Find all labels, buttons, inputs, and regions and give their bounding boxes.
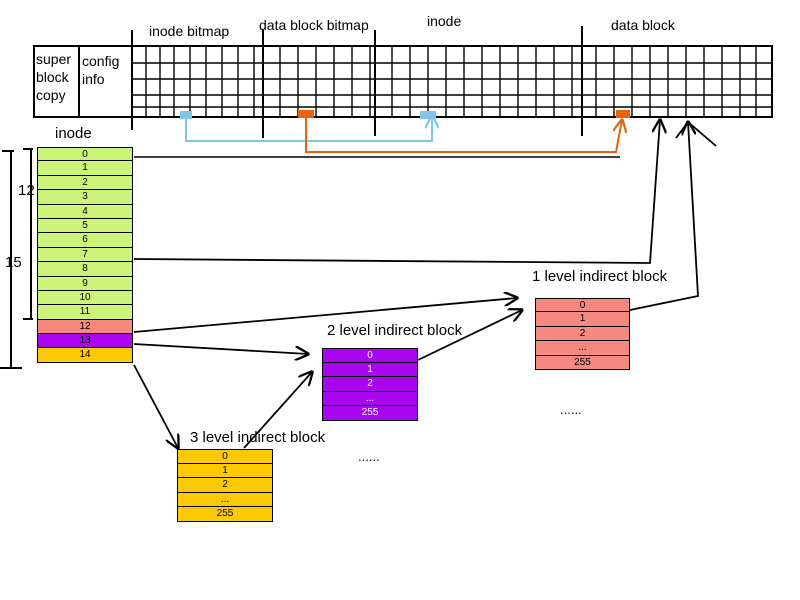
config-line: config [82, 53, 120, 69]
super-block-divider [78, 45, 80, 118]
data-block-label: data block [611, 17, 675, 33]
inode-entry-8: 8 [37, 262, 133, 277]
level3-entry-4: 255 [177, 507, 273, 522]
inode-entry-9: 9 [37, 276, 133, 291]
level2-entry-3: ... [322, 391, 418, 407]
level1-to-data [629, 122, 699, 311]
level3-entry-2: 2 [177, 478, 273, 493]
level2-to-level1 [417, 310, 522, 361]
info-line: info [82, 71, 105, 87]
level2-entry-0: 0 [322, 348, 418, 363]
super-line: super [36, 51, 72, 67]
pointer-14-to-level3 [133, 364, 178, 448]
disk-grid-lines [132, 45, 773, 118]
total-brace-top [2, 150, 14, 152]
level3-title: 3 level indirect block [190, 429, 326, 446]
inode-entry-3: 3 [37, 190, 133, 205]
direct-brace-bottom [23, 318, 33, 320]
level1-title: 1 level indirect block [532, 268, 668, 285]
inode-entry-marker [420, 111, 436, 119]
inode-entry-7: 7 [37, 247, 133, 263]
level3-entry-3: ... [177, 492, 273, 508]
direct-brace-top [23, 148, 33, 150]
level2-entry-2: 2 [322, 377, 418, 392]
level1-entry-3: ... [535, 341, 630, 356]
direct-pointer-7 [133, 120, 660, 264]
pointer-13-to-level2 [133, 343, 308, 354]
level2-ellipsis: ...... [358, 449, 380, 464]
level2-entry-1: 1 [322, 362, 418, 378]
level3-to-level2 [243, 372, 312, 449]
level3-entry-1: 1 [177, 463, 273, 479]
level1-entry-4: 255 [535, 355, 630, 370]
inode-bitmap-label: inode bitmap [149, 23, 230, 39]
inode-entry-5: 5 [37, 218, 133, 234]
data-bitmap-bit [298, 110, 314, 118]
level1-entry-2: 2 [535, 326, 630, 342]
block-line: block [36, 69, 69, 85]
direct-count-brace [30, 148, 32, 318]
inode-entry-10: 10 [37, 290, 133, 306]
inode-entry-11: 11 [37, 305, 133, 320]
total-count-brace [10, 150, 12, 368]
total-brace-bottom [0, 367, 22, 369]
inode-entry-1: 1 [37, 161, 133, 176]
data-block-marker [616, 110, 630, 118]
copy-line: copy [36, 87, 66, 103]
super-block-copy-label: super block copy [36, 50, 71, 104]
pointer-12-to-level1 [133, 298, 517, 333]
level3-entry-0: 0 [177, 449, 273, 464]
inode-entry-4: 4 [37, 204, 133, 219]
inode-bitmap-bit [180, 111, 192, 119]
inode-entry-12: 12 [37, 319, 133, 335]
total-count-label: 15 [5, 254, 22, 271]
disk-layout-strip [33, 45, 773, 118]
inode-bitmap-link [185, 116, 432, 142]
inode-table-title: inode [55, 125, 92, 142]
direct-count-label: 12 [18, 182, 35, 199]
level1-entry-0: 0 [535, 298, 630, 313]
data-bitmap-link [305, 118, 622, 153]
inode-entry-6: 6 [37, 233, 133, 248]
level1-ellipsis: ...... [560, 402, 582, 417]
inode-entry-14: 14 [37, 348, 133, 363]
level2-entry-4: 255 [322, 406, 418, 421]
level1-entry-1: 1 [535, 312, 630, 327]
inode-entry-2: 2 [37, 175, 133, 191]
level2-title: 2 level indirect block [327, 322, 463, 339]
inode-region-label: inode [427, 13, 462, 29]
level1-spike [675, 120, 717, 147]
data-block-bitmap-label: data block bitmap [259, 17, 369, 33]
config-info-label: config info [82, 52, 119, 88]
inode-entry-0: 0 [37, 147, 133, 162]
inode-entry-13: 13 [37, 334, 133, 349]
